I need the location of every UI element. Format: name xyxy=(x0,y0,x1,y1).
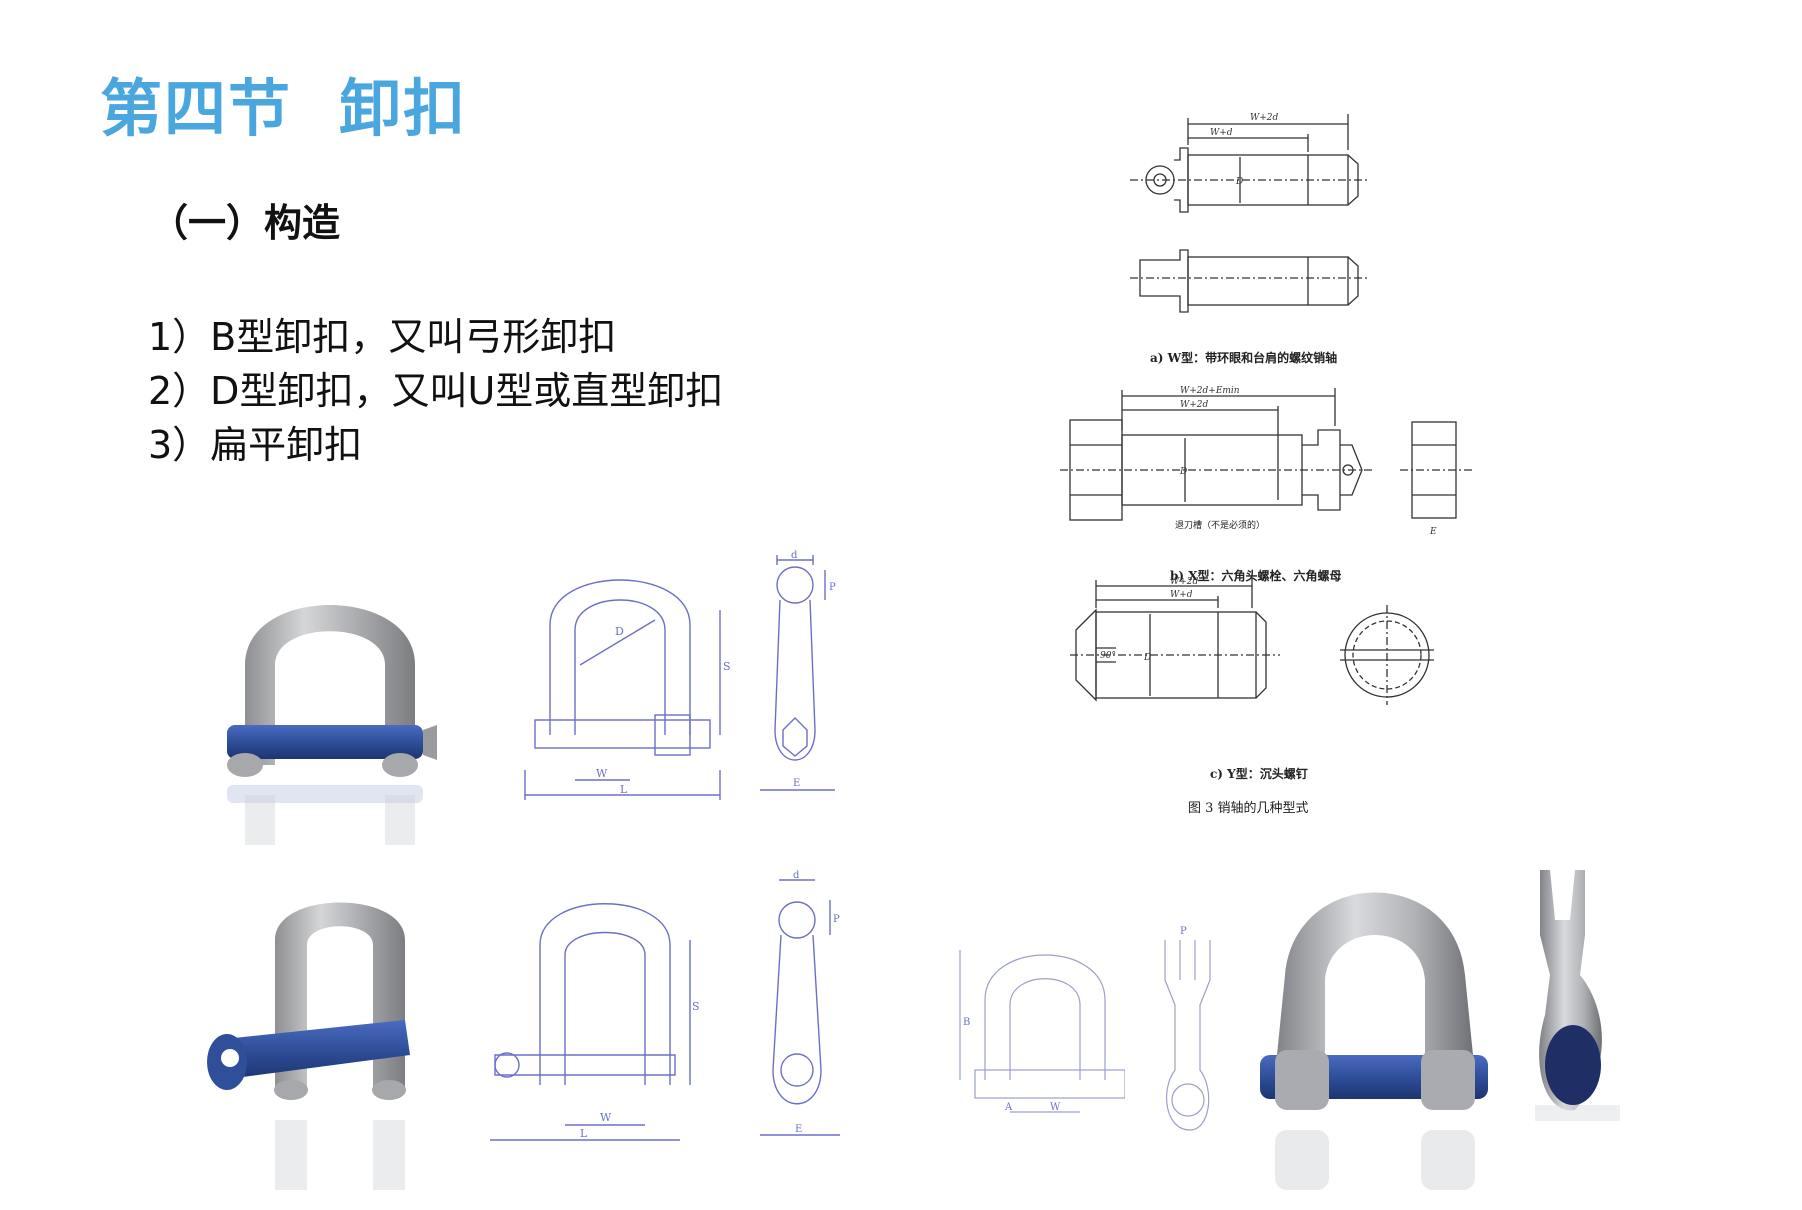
d-type-side-drawing: d P E xyxy=(760,870,840,1136)
flat-shackle-side-photo xyxy=(1535,870,1620,1121)
dim-label: D xyxy=(615,625,624,638)
flat-shackle-front-drawing: A W B xyxy=(959,950,1125,1113)
flat-shackle-side-drawing: P xyxy=(1164,926,1211,1131)
dim-label: D xyxy=(1179,467,1187,477)
dim-label: W+2d xyxy=(1170,577,1199,587)
d-type-front-drawing: S W L xyxy=(490,903,700,1141)
b-type-shackle-photo xyxy=(227,605,437,845)
caption-c: c) Y型：沉头螺钉 xyxy=(1210,766,1308,781)
caption-b: b) X型：六角头螺栓、六角螺母 xyxy=(1170,568,1342,583)
dim-label: W+2d xyxy=(1250,113,1279,123)
dim-label: W xyxy=(600,1111,612,1124)
dim-label: P xyxy=(1180,926,1187,937)
flat-shackle-photo xyxy=(1260,892,1488,1190)
dim-label: W xyxy=(1050,1102,1061,1113)
page-title: 第四节 卸扣 xyxy=(100,72,468,145)
dim-label: W+2d xyxy=(1180,400,1209,410)
dim-label: W+2d+Emin xyxy=(1180,386,1240,396)
pin-types-figure: W+2d W+d D a) W型：带环眼和台肩的螺纹销轴 W+2d+Emin W… xyxy=(1060,113,1472,816)
dim-label: A xyxy=(1004,1102,1013,1113)
dim-label: 90° xyxy=(1100,651,1116,661)
b-type-front-drawing: D S W L xyxy=(524,579,731,800)
section-subtitle: （一）构造 xyxy=(150,201,341,245)
dim-label: E xyxy=(793,778,800,789)
caption-main: 图 3 销轴的几种型式 xyxy=(1188,800,1309,816)
dim-label: P xyxy=(833,914,840,925)
dim-label: L xyxy=(620,783,628,796)
dim-label: W+d xyxy=(1210,128,1233,138)
dim-label: D xyxy=(1235,177,1243,187)
list-item: 2）D型卸扣，又叫U型或直型卸扣 xyxy=(148,369,724,413)
list-item: 3）扁平卸扣 xyxy=(148,423,363,467)
d-type-shackle-photo xyxy=(207,902,410,1190)
dim-label: S xyxy=(723,660,731,673)
dim-label: L xyxy=(580,1127,588,1140)
dim-label: W xyxy=(596,767,608,780)
dim-label: d xyxy=(793,870,800,881)
dim-label: B xyxy=(963,1017,970,1028)
list-item: 1）B型卸扣，又叫弓形卸扣 xyxy=(148,315,617,359)
dim-label: D xyxy=(1143,653,1151,663)
dim-label: d xyxy=(791,550,798,561)
dim-label: W+d xyxy=(1170,590,1193,600)
caption-a: a) W型：带环眼和台肩的螺纹销轴 xyxy=(1150,350,1337,365)
groove-note: 退刀槽（不是必须的） xyxy=(1175,519,1265,531)
dim-label: E xyxy=(1429,527,1437,537)
dim-label: P xyxy=(829,582,836,593)
b-type-side-drawing: d P E xyxy=(760,550,836,791)
dim-label: E xyxy=(795,1124,802,1135)
dim-label: S xyxy=(692,1000,700,1013)
